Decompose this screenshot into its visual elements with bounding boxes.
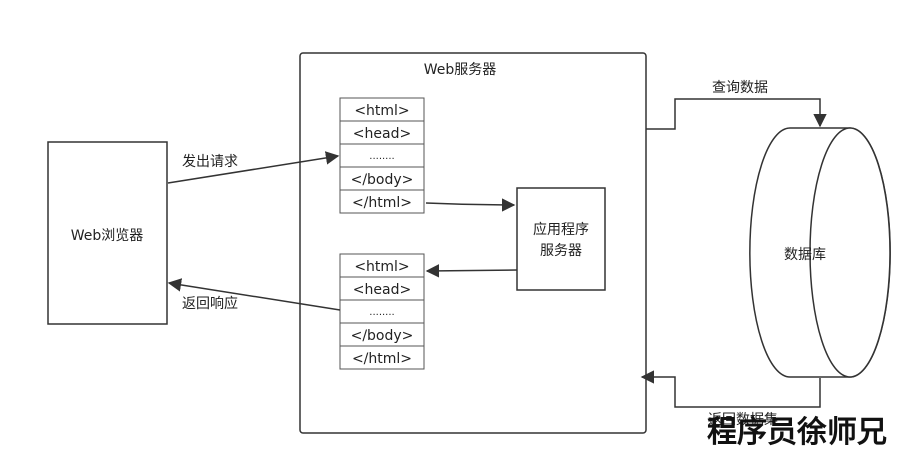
database-cylinder-end: [809, 127, 891, 378]
send-request-label: 发出请求: [182, 154, 238, 170]
return-dataset-arrow: [640, 370, 821, 408]
to-response-doc-arrow: [425, 264, 518, 278]
request-doc-line: </body>: [351, 172, 414, 188]
app-server-box: [516, 187, 606, 291]
app-server-label-line1: 应用程序: [533, 221, 589, 238]
response-doc-line: <head>: [353, 282, 411, 298]
request-html-document: <html> <head> ........ </body> </html>: [339, 97, 425, 214]
send-request-arrow: [167, 151, 340, 184]
return-response-label: 返回响应: [182, 295, 238, 312]
connectors: 发出请求 返回响应 查询数据 返回数据集: [167, 80, 827, 428]
response-html-document: <html> <head> ........ </body> </html>: [339, 253, 425, 370]
request-doc-cell: [339, 189, 425, 214]
query-data-arrow: [646, 98, 827, 130]
response-doc-cell: [339, 345, 425, 370]
database-node: 数据库: [749, 127, 891, 378]
response-doc-line: </body>: [351, 328, 414, 344]
return-response-arrow: [167, 278, 341, 311]
database-label: 数据库: [784, 247, 826, 263]
response-doc-line: </html>: [352, 351, 412, 367]
request-doc-line: ........: [369, 151, 394, 162]
query-data-label: 查询数据: [712, 80, 768, 96]
return-dataset-label: 返回数据集: [708, 411, 778, 428]
request-doc-line: </html>: [352, 195, 412, 211]
web-server-title: Web服务器: [424, 62, 497, 78]
request-doc-line: <html>: [354, 103, 409, 119]
to-app-server-arrow: [425, 198, 516, 212]
web-browser-box: [47, 141, 168, 325]
response-doc-line: <html>: [354, 259, 409, 275]
app-server-label-line2: 服务器: [540, 243, 582, 259]
watermark-text: 程序员徐师兄: [707, 415, 887, 450]
app-server-node: 应用程序 服务器: [516, 187, 606, 291]
web-browser-label: Web浏览器: [71, 228, 144, 244]
request-doc-line: <head>: [353, 126, 411, 142]
web-browser-node: Web浏览器: [47, 141, 168, 325]
response-doc-line: ........: [369, 307, 394, 318]
